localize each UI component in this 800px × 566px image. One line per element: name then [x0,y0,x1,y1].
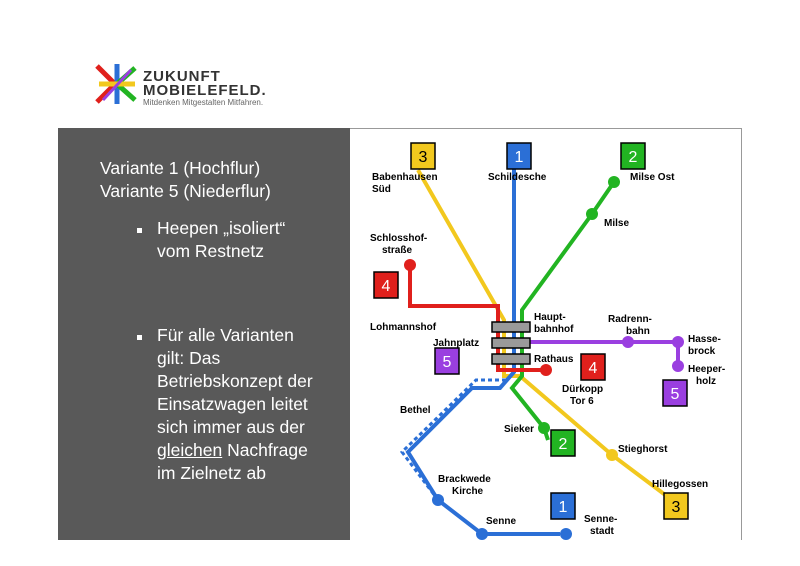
bullet2-line6-rest: Nachfrage [222,440,308,460]
label-duerkopp-1: Dürkopp [562,384,603,395]
station-duerkopp-dot [540,364,552,376]
label-brackwede-1: Brackwede [438,474,491,485]
label-heeperholz-1: Heeper- [688,364,725,375]
logo-tagline: Mitdenken Mitgestalten Mitfahren. [143,98,264,107]
label-heeperholz-2: holz [696,376,716,387]
zukunft-mobielefeld-logo-icon [95,62,137,106]
label-schlosshof-2: straße [382,245,412,256]
badge-line-2-bottom: 2 [550,429,576,457]
station-hauptbahnhof-bar [491,321,531,333]
top-divider [350,128,742,129]
label-brackwede-2: Kirche [452,486,484,497]
label-sennestadt-1: Senne- [584,514,617,525]
bullet-icon [137,228,142,233]
label-bethel: Bethel [400,405,431,416]
badge-line-4-left: 4 [373,271,399,299]
badge-line-3-top: 3 [410,142,436,170]
label-senne: Senne [486,516,516,527]
badge-line-1-top: 1 [506,142,532,170]
line-5-dashed-track [400,378,506,501]
badge-number: 3 [672,499,681,516]
badge-line-1-bottom: 1 [550,492,576,520]
label-radrennbahn-1: Radrenn- [608,314,652,325]
badge-line-5-right: 5 [662,379,688,407]
badge-number: 5 [443,354,452,371]
label-radrennbahn-2: bahn [626,326,650,337]
badge-number: 4 [382,278,391,295]
station-sieker-dot [538,422,550,434]
badge-line-3-bottom: 3 [663,492,689,520]
right-divider [741,128,742,540]
label-babenhausen-1: Babenhausen [372,172,438,183]
variant-1-heading: Variante 1 (Hochflur) [100,158,261,178]
station-radrennbahn-dot [622,336,634,348]
badge-number: 2 [629,149,638,166]
label-jahnplatz: Jahnplatz [433,338,479,349]
label-stieghorst: Stieghorst [618,444,668,455]
label-schildesche: Schildesche [488,172,547,183]
label-rathaus: Rathaus [534,354,574,365]
bullet-icon [137,335,142,340]
label-duerkopp-2: Tor 6 [570,396,594,407]
label-sennestadt-2: stadt [590,526,615,537]
badge-number: 4 [589,360,598,377]
label-schlosshof-1: Schlosshof- [370,233,427,244]
logo-line2: MOBIELEFELD. [143,82,267,99]
station-senne-dot [476,528,488,540]
station-milse-ost-dot [608,176,620,188]
label-hassebrock-2: brock [688,346,716,357]
station-milse-dot [586,208,598,220]
label-milse: Milse [604,218,629,229]
station-jahnplatz-bar [491,337,531,349]
badge-number: 3 [419,149,428,166]
badge-number: 1 [559,499,568,516]
badge-line-2-top: 2 [620,142,646,170]
bullet2-line3: Betriebskonzept der [157,371,313,391]
station-sennestadt-dot [560,528,572,540]
text-panel [58,128,350,540]
bullet2-line4: Einsatzwagen leitet [157,394,308,414]
station-stieghorst-dot [606,449,618,461]
variant-5-heading: Variante 5 (Niederflur) [100,181,271,201]
badge-number: 5 [671,386,680,403]
logo-line1: ZUKUNFT [143,68,221,85]
bullet2-line1: Für alle Varianten [157,325,294,345]
station-hassebrock-dot [672,336,684,348]
station-brackwede-dot [432,494,444,506]
label-hassebrock-1: Hasse- [688,334,721,345]
line-2-track [509,180,616,441]
bullet2-line2: gilt: Das [157,348,221,368]
label-milse-ost: Milse Ost [630,172,675,183]
bullet2-line7: im Zielnetz ab [157,463,266,483]
logo: ZUKUNFT MOBIELEFELD. Mitdenken Mitgestal… [95,62,305,112]
badge-number: 1 [515,149,524,166]
station-schlosshof-dot [404,259,416,271]
station-rathaus-bar [491,353,531,365]
underlined-word: gleichen [157,440,223,460]
badge-number: 2 [559,436,568,453]
bullet1-line1: Heepen „isoliert“ [157,218,286,238]
line-4-track [408,265,546,372]
bullet2-line5: sich immer aus der [157,417,305,437]
bullet1-line2: vom Restnetz [157,241,264,261]
label-lohmannshof: Lohmannshof [370,322,437,333]
label-sieker: Sieker [504,424,534,435]
label-hbf-2: bahnhof [534,324,574,335]
label-hbf-1: Haupt- [534,312,566,323]
badge-line-4-right: 4 [580,353,606,381]
station-heeperholz-dot [672,360,684,372]
line-1-track [405,165,560,536]
label-babenhausen-2: Süd [372,184,391,195]
label-hillegossen: Hillegossen [652,479,708,490]
badge-line-5-left: 5 [434,347,460,375]
bullet2-line6: gleichen Nachfrage [157,439,308,461]
